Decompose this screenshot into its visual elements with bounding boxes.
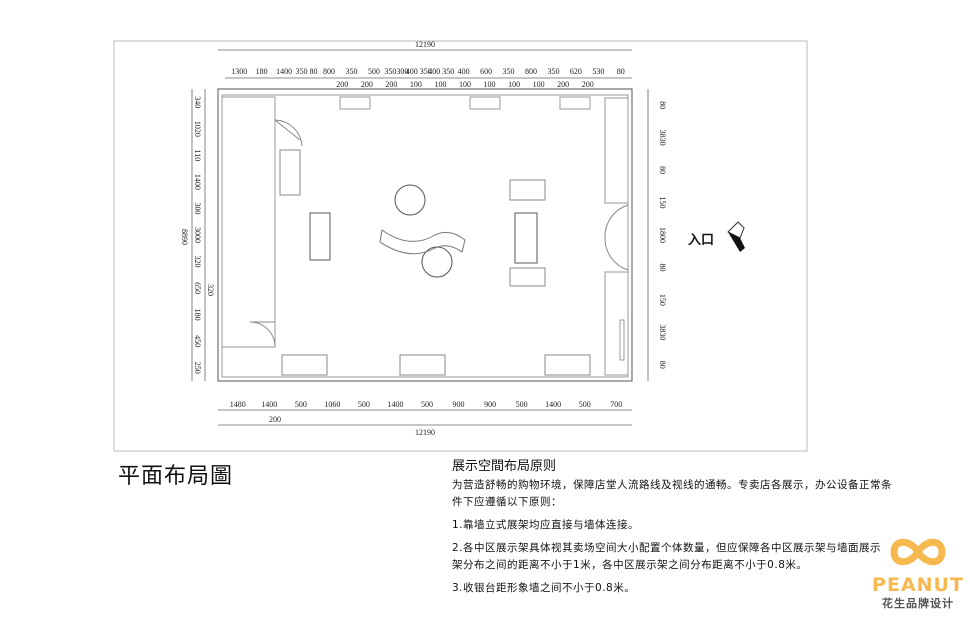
dim-bottom: 1400 xyxy=(545,400,561,409)
dim-top: 350300 xyxy=(384,67,408,76)
dim-top: 600 xyxy=(480,67,492,76)
dim-top-sub: 100 xyxy=(533,80,545,89)
dim-top-sub: 200 xyxy=(361,80,373,89)
dim-bottom: 700 xyxy=(610,400,622,409)
walls xyxy=(217,88,633,382)
dim-left: 110 xyxy=(193,150,202,162)
dim-top-sub: 100 xyxy=(410,80,422,89)
dim-right: 3830 xyxy=(658,324,667,340)
logo-brand: PEANUT xyxy=(872,574,964,596)
dim-bottom: 500 xyxy=(295,400,307,409)
dim-left: 650 xyxy=(193,282,202,294)
dim-top: 400 350 xyxy=(406,67,432,76)
dim-top: 350 xyxy=(345,67,357,76)
dim-left: 450 xyxy=(193,335,202,347)
dim-left: 1020 xyxy=(193,121,202,137)
dim-bottom: 1400 xyxy=(261,400,277,409)
dim-bottom: 900 xyxy=(453,400,465,409)
dim-left-sub: 320 xyxy=(206,284,215,296)
dim-left: 340 xyxy=(193,96,202,108)
dim-bottom: 900 xyxy=(484,400,496,409)
dim-top: 1400 xyxy=(276,67,292,76)
dim-top-sub: 200 xyxy=(336,80,348,89)
principle-item: 3.收银台距形象墙之间不小于0.8米。 xyxy=(452,582,636,594)
dim-left: 180 xyxy=(193,309,202,321)
dim-bottom: 500 xyxy=(516,400,528,409)
dim-right: 150 xyxy=(658,197,667,209)
dim-bottom-total: 12190 xyxy=(415,428,435,437)
dim-top-sub: 200 xyxy=(557,80,569,89)
dim-left: 250 xyxy=(193,362,202,374)
dim-bottom: 500 xyxy=(579,400,591,409)
dim-top: 400 xyxy=(458,67,470,76)
dim-top: 180 xyxy=(256,67,268,76)
principle-item: 1.靠墙立式展架均应直接与墙体连接。 xyxy=(452,519,640,531)
page-title: 平面布局圖 xyxy=(118,464,234,489)
dim-top: 350 80 xyxy=(296,67,318,76)
dim-left-total: 8890 xyxy=(180,229,189,245)
dim-top-sub: 200 xyxy=(385,80,397,89)
peanut-logo: PEANUT 花生品牌设计 xyxy=(872,533,964,611)
dim-bottom: 1480 xyxy=(230,400,246,409)
dim-top: 1300 xyxy=(231,67,247,76)
dim-top-total: 12190 xyxy=(415,40,435,49)
dim-top: 800 xyxy=(323,67,335,76)
dimension-lines xyxy=(191,49,649,426)
dim-right: 80 xyxy=(658,101,667,109)
layout-principles: 展示空間布局原则 为营造舒畅的购物环境，保障店堂人流路线及视线的通畅。专卖店各展… xyxy=(452,458,892,603)
dim-right: 80 xyxy=(658,263,667,271)
dim-top-sub: 100 xyxy=(484,80,496,89)
dim-top: 400 350 xyxy=(428,67,454,76)
dim-right: 3830 xyxy=(658,130,667,146)
dim-top: 530 xyxy=(592,67,604,76)
dim-top: 80 xyxy=(617,67,625,76)
dim-top-sub: 100 xyxy=(434,80,446,89)
dim-top: 350 xyxy=(503,67,515,76)
dim-right: 150 xyxy=(658,294,667,306)
principles-heading: 展示空間布局原则 xyxy=(452,459,557,474)
dim-top: 800 xyxy=(525,67,537,76)
dim-top: 500 xyxy=(368,67,380,76)
principles-intro: 为营造舒畅的购物环境，保障店堂人流路线及视线的通畅。专卖店各展示，办公设备正常条… xyxy=(452,479,892,508)
dim-top-sub: 100 xyxy=(508,80,520,89)
dim-right: 1800 xyxy=(658,227,667,243)
dim-top: 620 xyxy=(570,67,582,76)
dim-left: 320 xyxy=(193,256,202,268)
dim-bottom-sub: 200 xyxy=(269,415,281,424)
dim-bottom: 1060 xyxy=(324,400,340,409)
logo-cn: 花生品牌设计 xyxy=(882,597,954,610)
dim-left: 300 xyxy=(193,202,202,214)
principle-item: 2.各中区展示架具体视其卖场空间大小配置个体数量，但应保障各中区展示架与墙面展示… xyxy=(452,542,882,571)
dim-left: 3000 xyxy=(193,227,202,243)
dim-bottom: 500 xyxy=(421,400,433,409)
infinity-logo-icon xyxy=(890,538,946,566)
dim-bottom: 1400 xyxy=(387,400,403,409)
dim-left: 1400 xyxy=(193,174,202,190)
dim-top-sub: 200 xyxy=(582,80,594,89)
drawing-frame xyxy=(113,40,808,452)
dim-bottom: 500 xyxy=(358,400,370,409)
entrance-arrow-icon xyxy=(727,221,745,252)
dim-top: 350 xyxy=(547,67,559,76)
entrance-label: 入口 xyxy=(688,233,715,248)
dim-right: 80 xyxy=(658,166,667,174)
dim-right: 80 xyxy=(658,361,667,369)
dim-top-sub: 100 xyxy=(459,80,471,89)
